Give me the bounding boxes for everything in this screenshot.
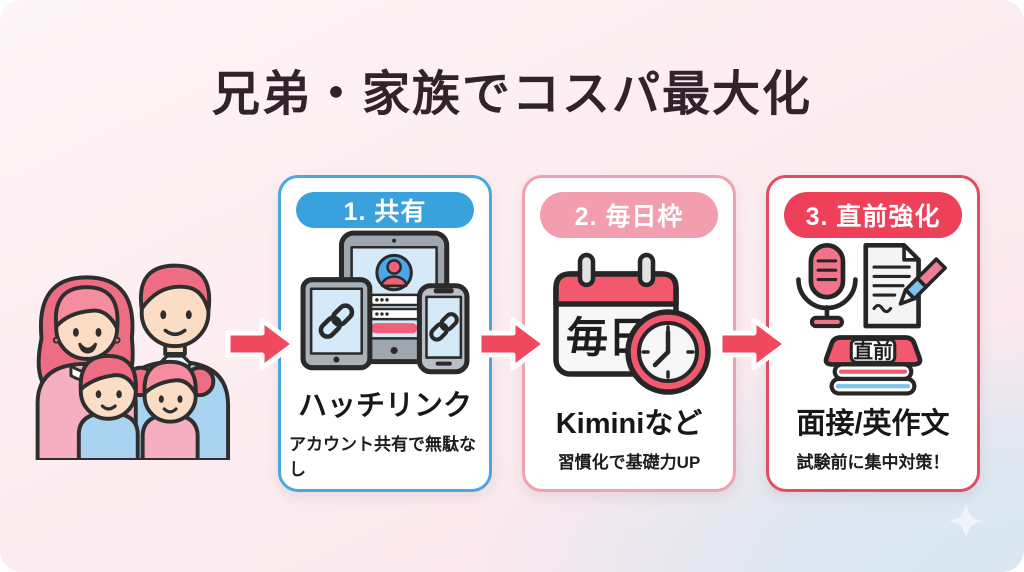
step-3-subtitle: 試験前に集中対策！ bbox=[796, 453, 950, 472]
step-2-badge: 2. 毎日枠 bbox=[540, 192, 718, 238]
step-2-title: Kiminiなど bbox=[555, 407, 703, 440]
step-2-subtitle: 習慣化で基礎力UP bbox=[557, 453, 701, 472]
page-title: 兄弟・家族でコスパ最大化 bbox=[211, 68, 812, 121]
sparkle-icon bbox=[949, 504, 983, 538]
right-arrow-icon bbox=[476, 317, 548, 371]
mic-document-books-icon: 直前 bbox=[796, 242, 947, 396]
step-1-icon-box bbox=[289, 228, 481, 390]
step-3-title: 面接/英作文 bbox=[796, 407, 950, 440]
step-1-badge: 1. 共有 bbox=[296, 192, 474, 228]
step-card-1: 1. 共有 bbox=[278, 175, 492, 492]
step-3-icon-box: 直前 bbox=[777, 238, 969, 408]
step-card-2: 2. 毎日枠 毎日 bbox=[522, 175, 736, 492]
step-2-icon-box: 毎日 bbox=[533, 238, 725, 408]
step-1-subtitle: アカウント共有で無駄なし bbox=[289, 435, 476, 480]
family-illustration bbox=[35, 263, 231, 460]
right-arrow-icon bbox=[225, 317, 297, 371]
step-3-badge: 3. 直前強化 bbox=[784, 192, 962, 238]
shared-devices-icon bbox=[300, 230, 470, 375]
right-arrow-icon bbox=[717, 317, 789, 371]
daily-calendar-clock-icon: 毎日 bbox=[553, 252, 711, 395]
step-card-3: 3. 直前強化 bbox=[766, 175, 980, 492]
step-1-title: ハッチリンク bbox=[297, 390, 472, 422]
book-label: 直前 bbox=[853, 340, 892, 363]
